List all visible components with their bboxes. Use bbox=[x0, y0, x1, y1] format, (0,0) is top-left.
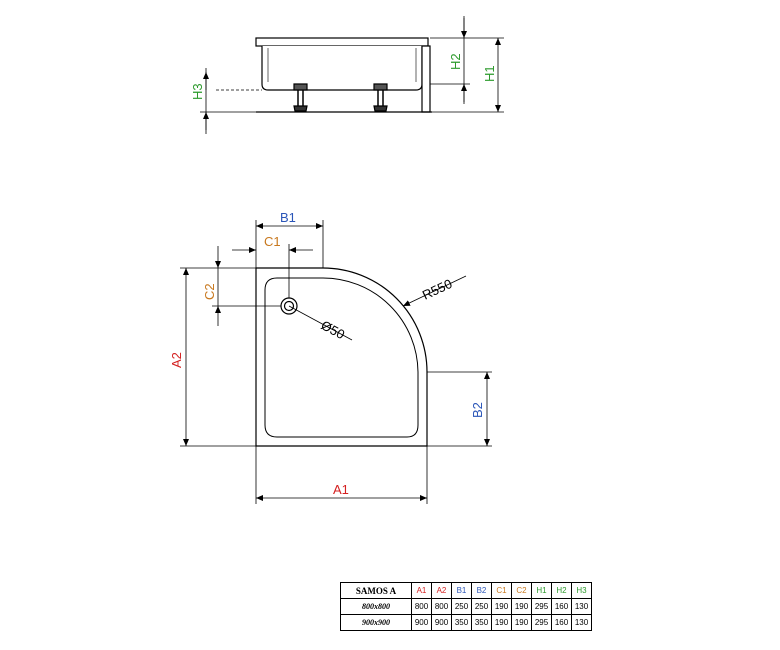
header-cell: A2 bbox=[431, 582, 452, 599]
value-cell: 160 bbox=[551, 598, 572, 615]
header-cell: H2 bbox=[551, 582, 572, 599]
label-h1: H1 bbox=[482, 65, 497, 82]
label-b1: B1 bbox=[280, 210, 296, 225]
table-header-row: SAMOS A A1 A2 B1 B2 C1 C2 H1 H2 H3 bbox=[340, 582, 592, 599]
label-h2: H2 bbox=[448, 53, 463, 70]
value-cell: 800 bbox=[411, 598, 432, 615]
tray-outline bbox=[255, 267, 428, 447]
header-cell: B1 bbox=[451, 582, 472, 599]
dimensions-table: SAMOS A A1 A2 B1 B2 C1 C2 H1 H2 H3 800x8… bbox=[340, 582, 592, 631]
header-cell: H1 bbox=[531, 582, 552, 599]
header-cell: B2 bbox=[471, 582, 492, 599]
table-row: 900x900 900 900 350 350 190 190 295 160 … bbox=[340, 614, 592, 631]
size-cell: 800x800 bbox=[340, 598, 412, 615]
model-name: SAMOS A bbox=[340, 582, 412, 599]
radius-leader bbox=[402, 275, 467, 307]
value-cell: 350 bbox=[471, 614, 492, 631]
drain-inner bbox=[283, 300, 295, 312]
value-cell: 190 bbox=[491, 598, 512, 615]
size-cell: 900x900 bbox=[340, 614, 412, 631]
value-cell: 800 bbox=[431, 598, 452, 615]
diameter-leader bbox=[288, 305, 353, 341]
tray-apron bbox=[421, 45, 431, 113]
value-cell: 130 bbox=[571, 614, 592, 631]
value-cell: 900 bbox=[431, 614, 452, 631]
tray-body bbox=[261, 46, 423, 91]
value-cell: 295 bbox=[531, 614, 552, 631]
header-cell: C2 bbox=[511, 582, 532, 599]
header-cell: A1 bbox=[411, 582, 432, 599]
value-cell: 295 bbox=[531, 598, 552, 615]
label-b2: B2 bbox=[470, 402, 485, 418]
label-radius: R550 bbox=[420, 276, 455, 303]
label-c2: C2 bbox=[202, 283, 217, 300]
label-diameter: Ø50 bbox=[319, 317, 348, 342]
value-cell: 190 bbox=[511, 614, 532, 631]
header-cell: C1 bbox=[491, 582, 512, 599]
tray-basin bbox=[264, 277, 419, 438]
tray-rim bbox=[255, 37, 429, 47]
value-cell: 190 bbox=[491, 614, 512, 631]
leg-left bbox=[293, 83, 308, 112]
value-cell: 250 bbox=[471, 598, 492, 615]
side-view bbox=[200, 16, 504, 134]
label-c1: C1 bbox=[264, 234, 281, 249]
value-cell: 190 bbox=[511, 598, 532, 615]
value-cell: 160 bbox=[551, 614, 572, 631]
top-view bbox=[180, 220, 492, 504]
leg-right bbox=[373, 83, 388, 112]
tray-inner-line bbox=[267, 48, 417, 82]
value-cell: 250 bbox=[451, 598, 472, 615]
value-cell: 130 bbox=[571, 598, 592, 615]
value-cell: 900 bbox=[411, 614, 432, 631]
label-h3: H3 bbox=[190, 83, 205, 100]
header-cell: H3 bbox=[571, 582, 592, 599]
table-row: 800x800 800 800 250 250 190 190 295 160 … bbox=[340, 598, 592, 615]
label-a2: A2 bbox=[169, 352, 184, 368]
label-a1: A1 bbox=[333, 482, 349, 497]
value-cell: 350 bbox=[451, 614, 472, 631]
